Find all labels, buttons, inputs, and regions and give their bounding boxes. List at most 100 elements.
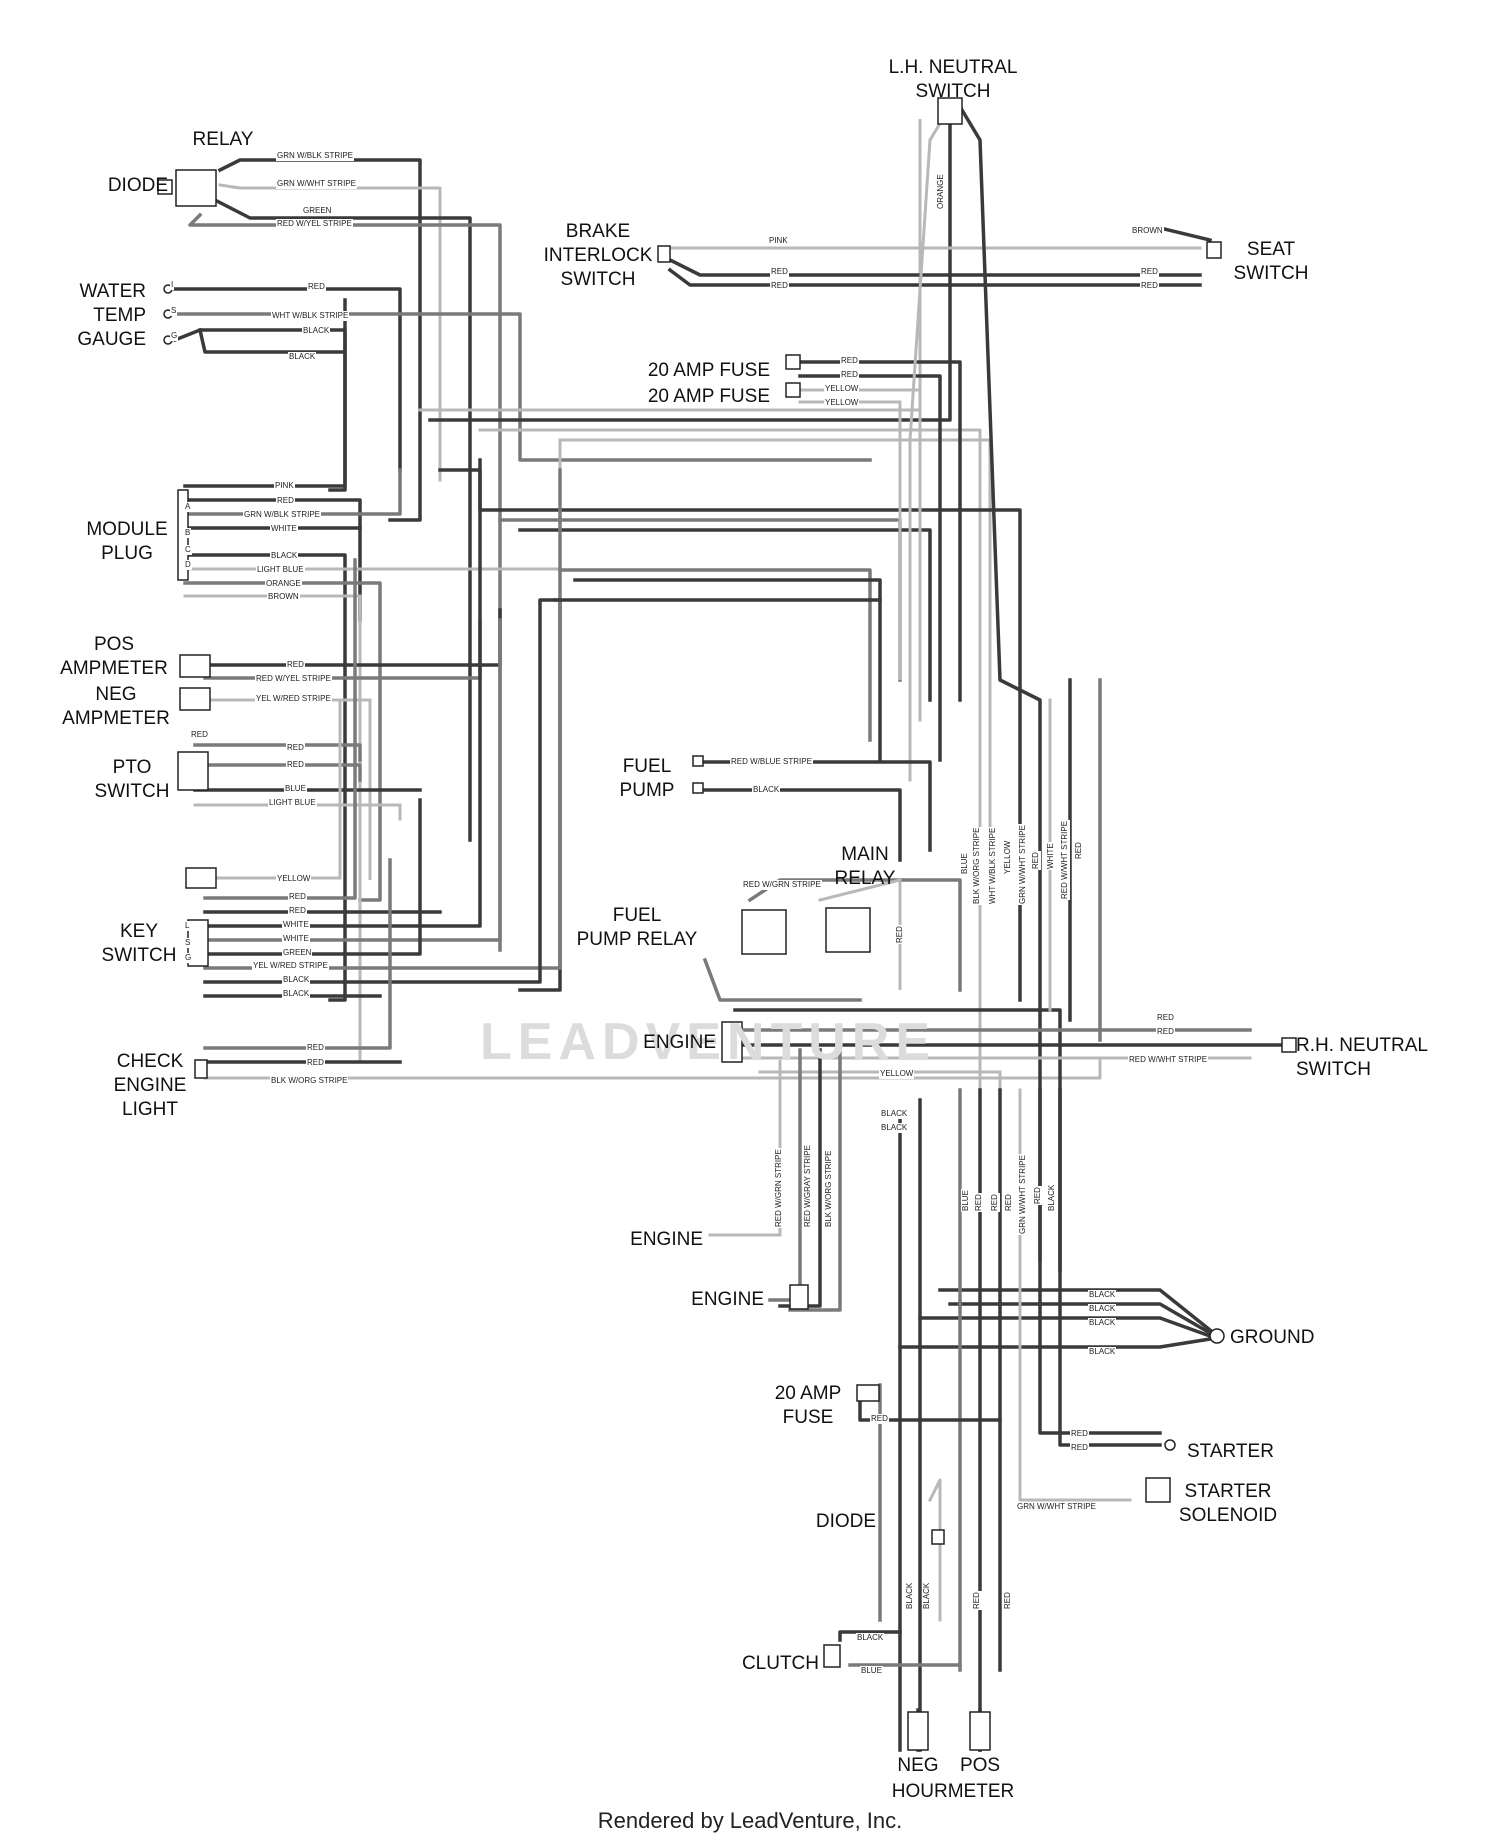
pin-b: B bbox=[184, 528, 192, 538]
engine-1-label: ENGINE bbox=[643, 1032, 716, 1053]
wire bbox=[428, 118, 952, 422]
fuse-20a-2-symbol bbox=[785, 382, 801, 398]
wire bbox=[788, 1048, 842, 1312]
rh-neutral-switch-label: R.H. NEUTRAL SWITCH bbox=[1296, 1035, 1428, 1080]
wire-label: RED bbox=[1004, 1193, 1014, 1212]
wire-label: BLACK bbox=[905, 1581, 915, 1610]
wire-label: BLACK bbox=[1088, 1347, 1117, 1357]
wire bbox=[203, 618, 482, 680]
diode-bottom-label: DIODE bbox=[815, 1511, 877, 1532]
wire-label: RED bbox=[1031, 851, 1041, 870]
wire bbox=[193, 803, 402, 822]
wire bbox=[927, 1478, 942, 1622]
wire-label: GREEN bbox=[302, 206, 333, 216]
wire-label: RED W/WHT STRIPE bbox=[1128, 1055, 1209, 1065]
pto-switch-symbol bbox=[177, 751, 209, 791]
wire-label: YEL W/RED STRIPE bbox=[255, 694, 332, 704]
wire bbox=[173, 287, 402, 472]
wire-label: WHITE bbox=[270, 524, 298, 534]
diode-symbol bbox=[157, 179, 173, 195]
wire-label: ORANGE bbox=[265, 579, 302, 589]
clutch-label: CLUTCH bbox=[741, 1653, 819, 1674]
relay-label: RELAY bbox=[192, 129, 254, 150]
brake-interlock-switch-symbol bbox=[657, 245, 671, 263]
fuse-20a-3-symbol bbox=[856, 1384, 880, 1402]
pin-a: A bbox=[184, 502, 192, 512]
wire-label: RED W/WHT STRIPE bbox=[1060, 819, 1070, 900]
diode-bottom-symbol bbox=[931, 1529, 945, 1545]
wire bbox=[858, 1393, 1002, 1422]
wire bbox=[1058, 1088, 1162, 1447]
diode-label: DIODE bbox=[107, 175, 168, 196]
pin-s: S bbox=[170, 306, 178, 316]
wire bbox=[183, 468, 402, 516]
wire-label: LIGHT BLUE bbox=[256, 565, 305, 575]
neg-ampmeter-symbol bbox=[179, 687, 211, 711]
wire-label: RED bbox=[286, 760, 305, 770]
wire-label: RED W/YEL STRIPE bbox=[276, 219, 353, 229]
wire bbox=[193, 763, 362, 782]
wire-label: RED bbox=[1156, 1013, 1175, 1023]
wire bbox=[438, 468, 1022, 1002]
wire-label: RED bbox=[1140, 267, 1159, 277]
wire-label: BLACK bbox=[1088, 1318, 1117, 1328]
wire bbox=[172, 328, 347, 492]
pos-hourmeter-label: POS bbox=[959, 1755, 1001, 1776]
wire-label: GRN W/WHT STRIPE bbox=[1018, 824, 1028, 905]
engine-3-connector bbox=[789, 1284, 809, 1310]
wire bbox=[203, 858, 392, 1050]
wire-label: RED W/GRAY STRIPE bbox=[803, 1144, 813, 1228]
wire-label: BLK W/ORG STRIPE bbox=[824, 1149, 834, 1228]
wire-label: BLACK bbox=[880, 1123, 909, 1133]
wire-label: LIGHT BLUE bbox=[268, 798, 317, 808]
hourmeter-label: HOURMETER bbox=[891, 1781, 1015, 1802]
wire bbox=[959, 107, 1042, 1262]
wire bbox=[203, 1058, 1102, 1080]
pos-hourmeter-terminal bbox=[969, 1711, 991, 1751]
pin-c: C bbox=[184, 545, 192, 555]
key-switch-label: KEY SWITCH bbox=[101, 921, 177, 966]
wire-label: RED W/GRN STRIPE bbox=[774, 1148, 784, 1228]
wire-label: BLACK bbox=[1047, 1183, 1057, 1212]
clutch-symbol bbox=[823, 1644, 841, 1668]
engine-3-label: ENGINE bbox=[691, 1289, 764, 1310]
lh-neutral-switch-label: L.H. NEUTRAL SWITCH bbox=[888, 57, 1018, 102]
wire-label: RED bbox=[1033, 1186, 1043, 1205]
wire-label: ORANGE bbox=[936, 173, 946, 210]
wire-label: GRN W/WHT STRIPE bbox=[1016, 1502, 1097, 1512]
wire-label: RED bbox=[974, 1193, 984, 1212]
wire-label: WHITE bbox=[282, 920, 310, 930]
fuel-pump-terminal-1 bbox=[692, 755, 704, 767]
wire-label: RED bbox=[288, 906, 307, 916]
wire-label: RED bbox=[306, 1058, 325, 1068]
wire-label: WHITE bbox=[1046, 842, 1056, 870]
wire-label: RED bbox=[288, 892, 307, 902]
wire-label: BLACK bbox=[302, 326, 331, 336]
wire-label: YELLOW bbox=[879, 1069, 915, 1079]
wire-label: RED bbox=[770, 281, 789, 291]
wire-label: RED bbox=[190, 730, 209, 740]
wire-label: RED bbox=[972, 1591, 982, 1610]
wire bbox=[183, 438, 992, 842]
fuel-pump-label: FUEL PUMP bbox=[619, 756, 675, 801]
wire-label: BLACK bbox=[922, 1581, 932, 1610]
main-relay-symbol bbox=[825, 907, 871, 953]
wire bbox=[918, 1316, 1213, 1339]
pto-switch-label: PTO SWITCH bbox=[94, 757, 170, 802]
wire bbox=[908, 107, 951, 782]
wire-label: RED bbox=[840, 356, 859, 366]
pin-g-key: G bbox=[184, 953, 193, 963]
wire bbox=[838, 1630, 902, 1642]
wire bbox=[1157, 225, 1213, 243]
fuse-20a-2-label: 20 AMP FUSE bbox=[647, 386, 770, 407]
wire-label: RED bbox=[276, 496, 295, 506]
starter-terminal bbox=[1164, 1439, 1176, 1451]
wire-label: RED W/GRN STRIPE bbox=[742, 880, 822, 890]
wire bbox=[183, 498, 362, 622]
wire bbox=[183, 298, 347, 488]
wire-label: BLACK bbox=[752, 785, 781, 795]
wire bbox=[183, 594, 362, 1062]
wire bbox=[212, 197, 472, 842]
wire bbox=[938, 1288, 1213, 1333]
wire bbox=[747, 878, 962, 992]
